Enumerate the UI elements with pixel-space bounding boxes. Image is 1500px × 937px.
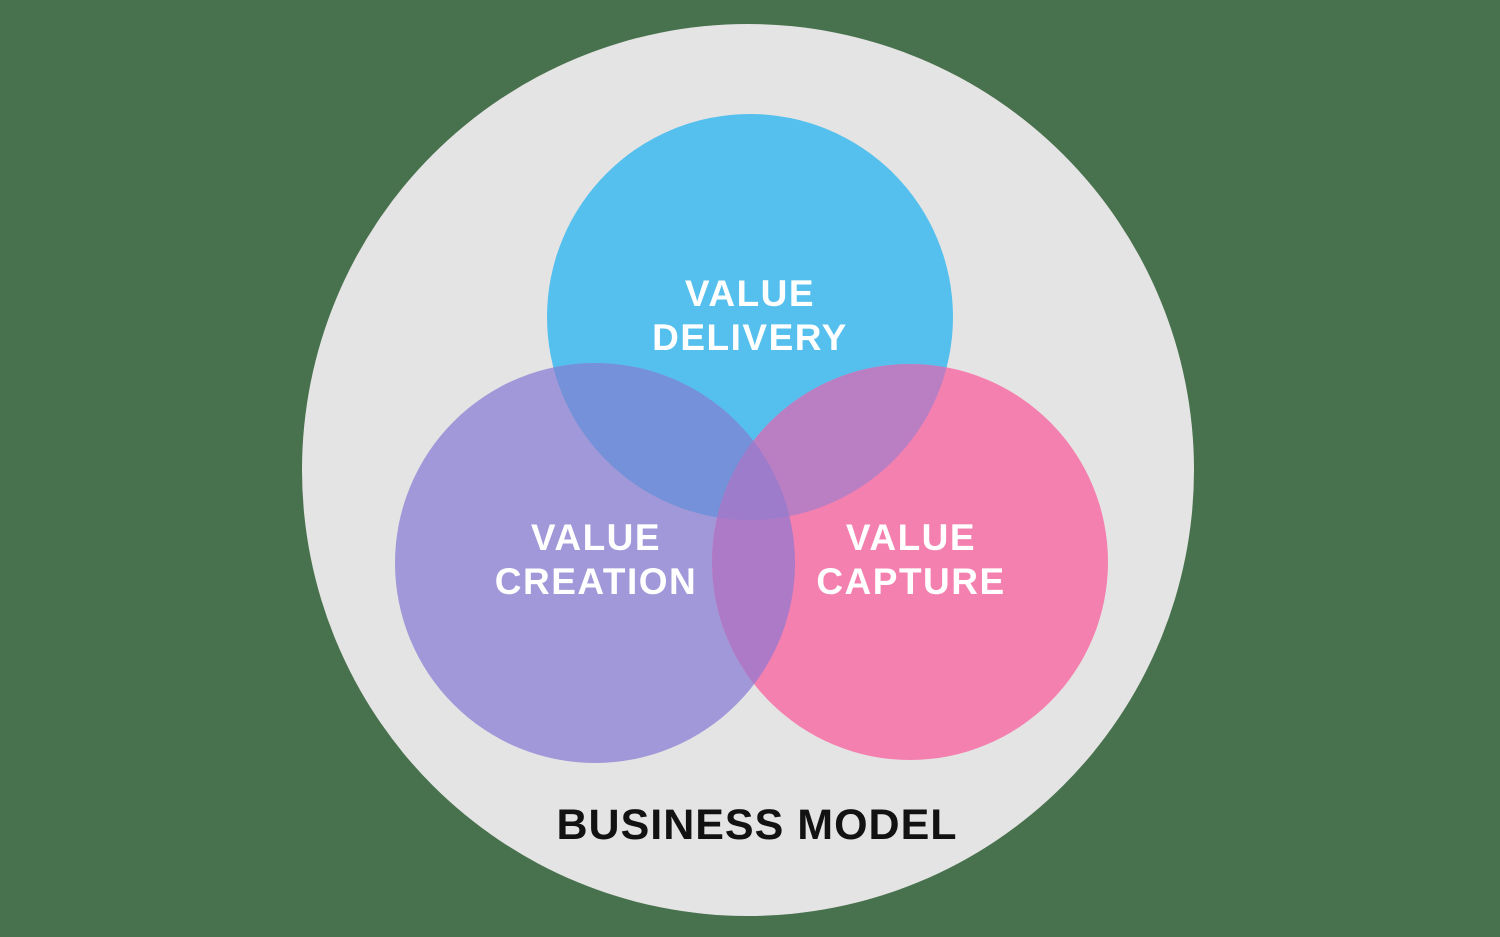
label-value-delivery-line2: DELIVERY bbox=[652, 317, 848, 358]
overlap-delivery-creation bbox=[547, 363, 795, 520]
label-value-creation-line1: VALUE bbox=[531, 517, 661, 558]
label-business-model: BUSINESS MODEL bbox=[556, 801, 957, 849]
label-value-delivery-line1: VALUE bbox=[685, 273, 815, 314]
label-value-capture-line1: VALUE bbox=[846, 517, 976, 558]
label-value-creation-line2: CREATION bbox=[495, 561, 697, 602]
overlap-delivery-capture bbox=[712, 364, 953, 520]
label-value-capture-line2: CAPTURE bbox=[816, 561, 1005, 602]
